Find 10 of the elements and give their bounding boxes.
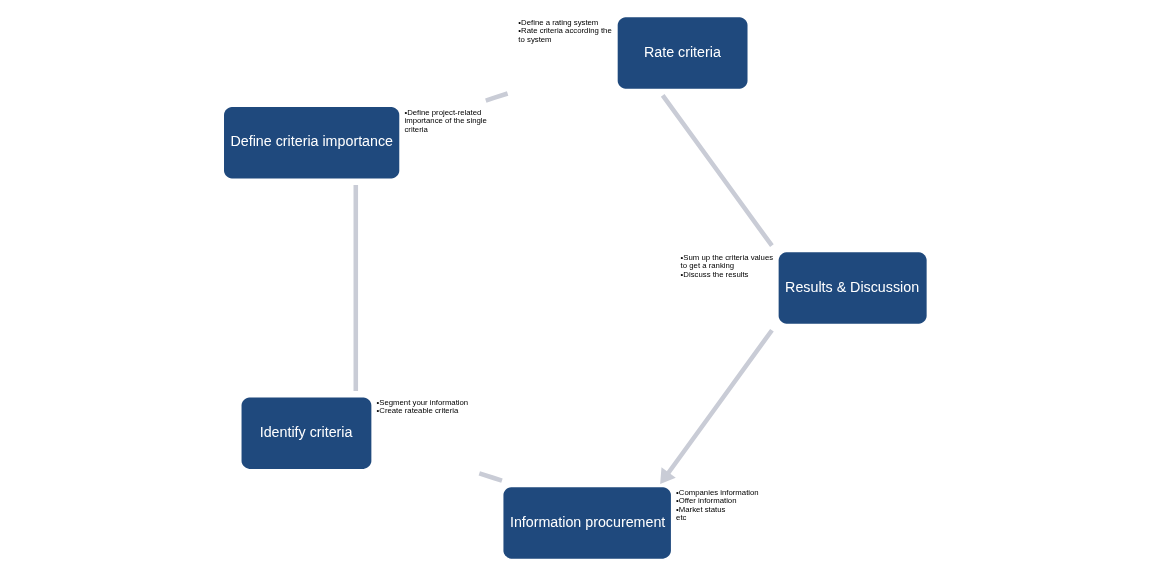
node-box: Information procurement <box>503 487 671 559</box>
arrow <box>660 328 774 485</box>
node-box: Define criteria importance <box>224 107 400 179</box>
node-box: Rate criteria <box>617 17 748 89</box>
connector <box>478 471 503 483</box>
connector <box>660 94 774 247</box>
connector <box>353 185 359 391</box>
connector <box>485 91 509 103</box>
node-box: Identify criteria <box>241 397 372 469</box>
node-box: Results & Discussion <box>778 252 927 324</box>
